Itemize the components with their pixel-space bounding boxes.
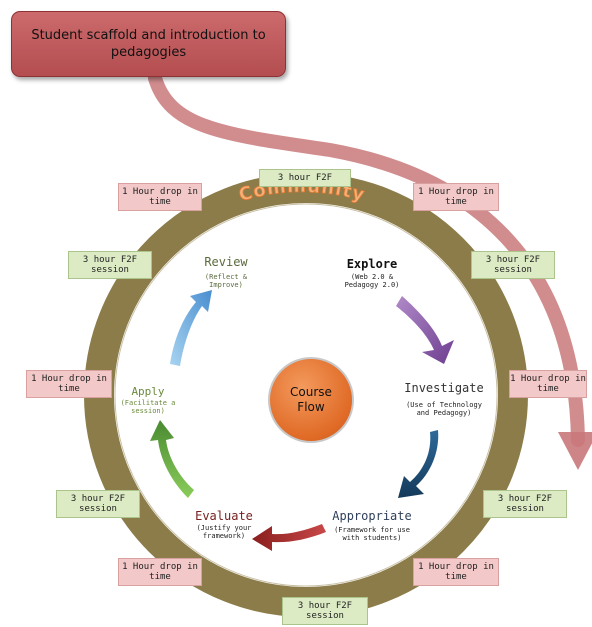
arrow-evaluate-to-apply [150,420,194,498]
stage-subtitle: Pedagogy 2.0) [345,281,400,289]
arrow-investigate-to-appropriate [398,430,439,498]
swoop-arrow [148,71,585,447]
swoop-arrowhead [558,432,592,470]
stage-subtitle: (Framework for use [334,526,410,534]
header-box-text: Student scaffold and introduction to ped… [31,28,266,60]
arrow-appropriate-to-evaluate [252,524,326,551]
arrow-explore-to-investigate [396,296,454,364]
stage-title: Evaluate [195,509,253,523]
stage-apply: Apply (Facilitate a session) [121,385,176,415]
stage-review: Review (Reflect & Improve) [204,255,248,289]
center-line-1: Course [290,385,332,399]
stage-subtitle: with students) [342,534,401,542]
stage-subtitle: and Pedagogy) [417,409,472,417]
stage-explore: Explore (Web 2.0 & Pedagogy 2.0) [345,257,400,289]
stage-subtitle: (Web 2.0 & [351,273,394,281]
stage-subtitle: (Justify your [197,524,252,532]
stage-appropriate: Appropriate (Framework for use with stud… [332,509,411,542]
stage-subtitle: framework) [203,532,245,540]
arrow-apply-to-review [170,290,212,366]
header-box: Student scaffold and introduction to ped… [11,11,286,77]
stage-subtitle: Improve) [209,281,243,289]
stage-title: Explore [347,257,398,271]
stage-subtitle: (Use of Technology [406,401,482,409]
stage-title: Investigate [404,381,483,395]
course-flow-center: Course Flow [268,357,354,443]
center-line-2: Flow [297,400,325,414]
stage-title: Appropriate [332,509,411,523]
stage-investigate: Investigate (Use of Technology and Pedag… [404,381,483,417]
stage-subtitle: session) [131,407,165,415]
stage-title: Review [204,255,248,269]
stage-subtitle: (Reflect & [205,273,248,281]
stage-evaluate: Evaluate (Justify your framework) [195,509,253,540]
stage-subtitle: (Facilitate a [121,399,176,407]
stage-title: Apply [131,385,164,398]
tag-top: 3 hour F2F [259,169,351,187]
